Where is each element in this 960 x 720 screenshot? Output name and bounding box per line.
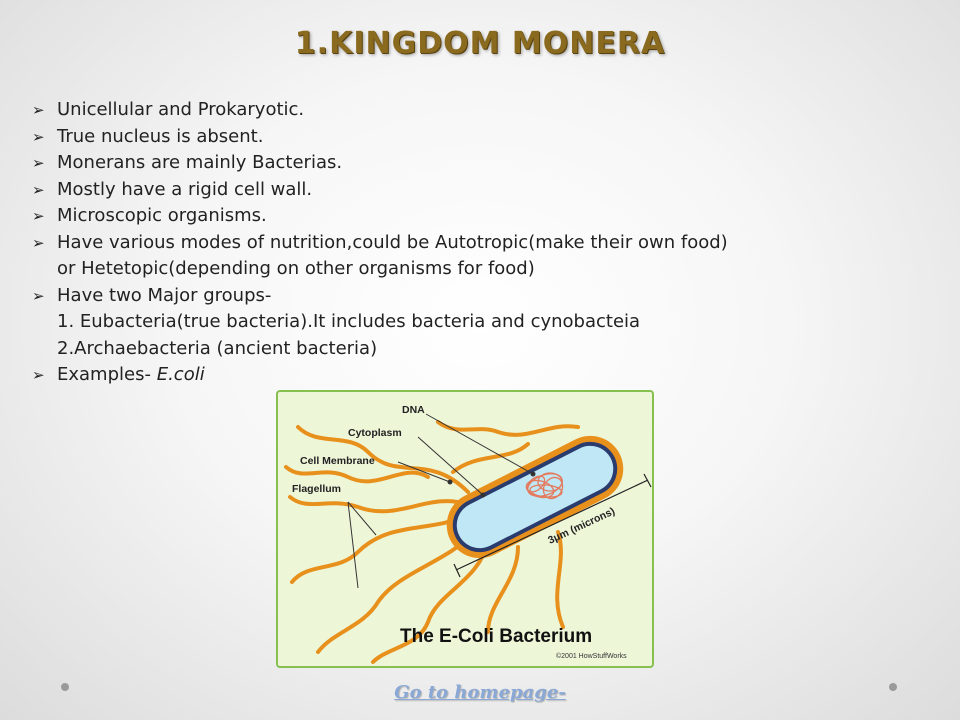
label-leaders (347, 413, 536, 589)
flagellum-label: Flagellum (292, 483, 341, 495)
figure-credit: ©2001 HowStuffWorks (556, 652, 627, 660)
arrow-bullet-icon: ➢ (32, 101, 45, 119)
decorative-dot-left (61, 683, 69, 691)
go-to-homepage-link[interactable]: Go to homepage- (394, 682, 566, 703)
bullet-text: Monerans are mainly Bacterias. (57, 152, 343, 173)
dna-label: DNA (402, 404, 425, 416)
bullet-text: Unicellular and Prokaryotic. (57, 99, 305, 120)
dna-coil (525, 472, 564, 500)
list-item: ➢ Mostly have a rigid cell wall. (32, 177, 932, 204)
examples-label: Examples- (57, 364, 151, 385)
arrow-bullet-icon: ➢ (32, 233, 45, 252)
arrow-bullet-icon: ➢ (32, 180, 45, 199)
list-item: ➢ Have various modes of nutrition,could … (32, 230, 932, 283)
arrow-bullet-icon: ➢ (32, 127, 45, 146)
scale-bar (453, 473, 652, 578)
arrow-bullet-icon: ➢ (32, 154, 45, 172)
groups-heading: Have two Major groups- (57, 284, 272, 306)
bullet-text: Mostly have a rigid cell wall. (57, 178, 313, 200)
ecoli-diagram: DNA Cytoplasm Cell Membrane Flagellum 3μ… (276, 390, 654, 668)
ecoli-illustration: DNA Cytoplasm Cell Membrane Flagellum 3μ… (284, 404, 652, 664)
cell-body (446, 435, 624, 559)
list-item: ➢ Unicellular and Prokaryotic. (32, 97, 932, 124)
list-item: ➢ Have two Major groups- 1. Eubacteria(t… (32, 283, 932, 363)
list-item: ➢ True nucleus is absent. (32, 124, 932, 151)
group-eubacteria: 1. Eubacteria(true bacteria).It includes… (57, 311, 641, 332)
flagella (284, 420, 580, 664)
bullet-list: ➢ Unicellular and Prokaryotic. ➢ True nucl… (32, 97, 932, 389)
bullet-text: True nucleus is absent. (57, 125, 264, 147)
bullet-text: Microscopic organisms. (57, 205, 267, 226)
cytoplasm-label: Cytoplasm (348, 427, 402, 439)
nutrition-line-2: or Hetetopic(depending on other organism… (57, 258, 535, 279)
arrow-bullet-icon: ➢ (32, 366, 45, 384)
arrow-bullet-icon: ➢ (32, 286, 45, 305)
figure-caption: The E-Coli Bacterium (400, 626, 592, 647)
examples-value: E.coli (156, 364, 205, 385)
slide-title: 1.KINGDOM MONERA (294, 26, 666, 61)
list-item: ➢ Examples- E.coli (32, 362, 932, 389)
list-item: ➢ Monerans are mainly Bacterias. (32, 150, 932, 177)
list-item: ➢ Microscopic organisms. (32, 203, 932, 230)
cell-membrane-label: Cell Membrane (300, 455, 375, 467)
decorative-dot-right (889, 683, 897, 691)
nutrition-line-1: Have various modes of nutrition,could be… (57, 231, 728, 253)
arrow-bullet-icon: ➢ (32, 207, 45, 225)
group-archaebacteria: 2.Archaebacteria (ancient bacteria) (57, 337, 378, 359)
